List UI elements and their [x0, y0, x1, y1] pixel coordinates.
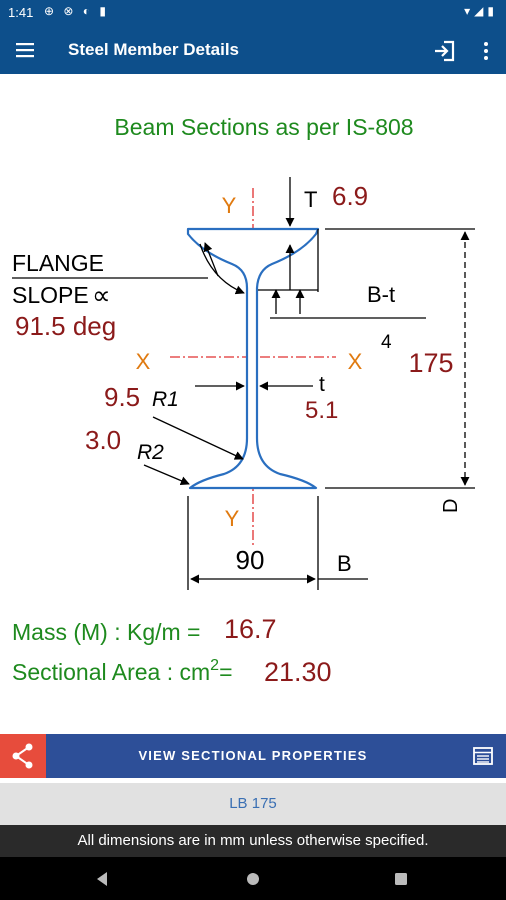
B-value: 90: [236, 545, 265, 575]
more-options-icon[interactable]: [476, 38, 496, 64]
y-axis-label-bottom: Y: [225, 506, 240, 531]
login-icon[interactable]: [432, 38, 458, 64]
back-icon[interactable]: [92, 868, 114, 890]
flange-label: FLANGE: [12, 250, 104, 276]
T-value: 6.9: [332, 181, 368, 211]
beam-section-diagram: Beam Sections as per IS-808 Y Y X X 175 …: [12, 114, 475, 687]
slope-label: SLOPE: [12, 282, 89, 308]
t-value: 5.1: [305, 397, 338, 424]
alpha-symbol: ∝: [92, 280, 111, 310]
t-label: t: [319, 373, 325, 396]
area-equals: =: [219, 659, 232, 685]
section-name-selector[interactable]: LB 175: [0, 783, 506, 825]
bt-superscript: 4: [381, 332, 392, 353]
share-icon[interactable]: [0, 734, 46, 778]
area-label: Sectional Area : cm: [12, 659, 210, 685]
home-icon[interactable]: [242, 868, 264, 890]
R2-label: R2: [137, 441, 164, 464]
area-value: 21.30: [264, 657, 332, 687]
y-axis-label-top: Y: [222, 193, 237, 218]
notification-icons: ⊕ ⊗ ◐ ▮: [44, 4, 109, 18]
mass-label: Mass (M) : Kg/m =: [12, 619, 201, 645]
mass-value: 16.7: [224, 614, 277, 644]
T-label: T: [304, 187, 317, 212]
view-sectional-properties-button[interactable]: VIEW SECTIONAL PROPERTIES: [138, 748, 368, 763]
signal-battery-icons: ▾◢▮: [464, 4, 498, 18]
area-line: Sectional Area : cm2=: [12, 657, 233, 685]
system-navigation-bar: [0, 857, 506, 900]
status-time: 1:41: [8, 5, 34, 20]
R1-leader-arrow: [152, 416, 244, 460]
bt-label: B-t: [367, 282, 395, 307]
R2-leader-arrow: [143, 464, 190, 486]
R2-value: 3.0: [85, 425, 121, 455]
beam-section-outline: [186, 227, 320, 490]
depth-label: D: [440, 499, 462, 513]
x-axis-label-left: X: [136, 349, 151, 374]
x-axis-label-right: X: [348, 349, 363, 374]
flange-slope-arrow: [203, 242, 219, 277]
dimensions-note: All dimensions are in mm unless otherwis…: [0, 825, 506, 857]
table-icon[interactable]: [472, 745, 494, 767]
depth-value: 175: [408, 348, 453, 378]
status-bar: 1:41 ⊕ ⊗ ◐ ▮ ▾◢▮: [0, 0, 506, 26]
diagram-heading: Beam Sections as per IS-808: [114, 114, 413, 140]
recents-icon[interactable]: [390, 868, 412, 890]
R1-value: 9.5: [104, 382, 140, 412]
app-title: Steel Member Details: [68, 40, 240, 59]
app-bar: Steel Member Details: [0, 26, 506, 74]
sectional-properties-bar: VIEW SECTIONAL PROPERTIES: [0, 734, 506, 778]
B-label: B: [337, 551, 352, 576]
R1-label: R1: [152, 388, 179, 411]
menu-icon[interactable]: [14, 38, 38, 62]
flange-slope-value: 91.5 deg: [15, 311, 116, 341]
area-superscript: 2: [210, 657, 219, 674]
